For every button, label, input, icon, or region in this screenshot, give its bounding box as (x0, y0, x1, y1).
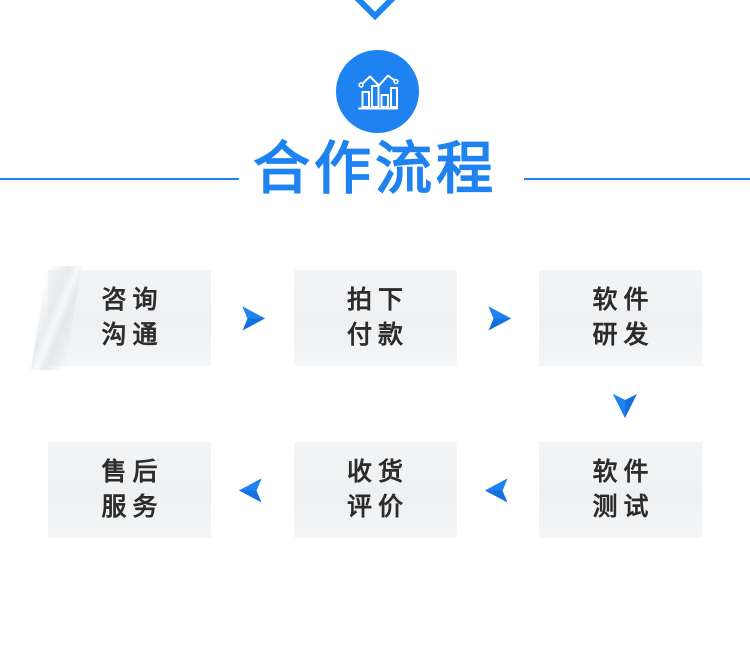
flow-step-label-line2: 研发 (592, 321, 655, 349)
flow-row-1: 咨询 沟通 拍下 付款 软件 研发 (48, 270, 702, 366)
flow-connector-3 (211, 442, 293, 538)
heading-rule-left (0, 178, 239, 180)
flow-connector-2 (457, 270, 539, 366)
flow-connector-4 (457, 442, 539, 538)
section-heading: 合作流程 (0, 137, 750, 220)
process-flow: 咨询 沟通 拍下 付款 软件 研发 (0, 262, 750, 552)
page-title: 合作流程 (253, 137, 497, 201)
flow-step-label-line2: 服务 (101, 493, 164, 521)
flow-step-label-line2: 沟通 (101, 321, 164, 349)
flow-step-receipt-review[interactable]: 收货 评价 (293, 442, 457, 538)
arrow-right-icon (242, 306, 266, 331)
flow-step-label-line1: 售后 (101, 457, 164, 486)
section-badge (336, 50, 419, 133)
flow-step-payment[interactable]: 拍下 付款 (293, 270, 457, 366)
flow-connector-row (604, 384, 646, 428)
arrow-right-icon (488, 306, 511, 331)
flow-step-label-line1: 软件 (592, 457, 655, 486)
arrow-left-icon (484, 478, 508, 503)
flow-step-development[interactable]: 软件 研发 (539, 270, 702, 366)
flow-step-consult[interactable]: 咨询 沟通 (48, 270, 211, 366)
heading-rule-right (524, 178, 750, 180)
bar-chart-line-icon (357, 74, 399, 109)
arrow-down-icon (613, 394, 637, 418)
flow-row-2: 售后 服务 收货 评价 软件 测试 (48, 442, 702, 538)
arrow-left-icon (239, 478, 262, 503)
flow-step-label-line2: 测试 (592, 493, 655, 521)
flow-step-after-sales[interactable]: 售后 服务 (48, 442, 211, 538)
chevron-down-icon (354, 0, 396, 21)
flow-step-label-line2: 评价 (346, 493, 409, 521)
flow-step-label-line2: 付款 (346, 321, 409, 349)
flow-step-label-line1: 咨询 (101, 285, 164, 314)
flow-step-testing[interactable]: 软件 测试 (539, 442, 702, 538)
flow-step-label-line1: 拍下 (346, 285, 409, 314)
flow-step-label-line1: 收货 (346, 457, 409, 486)
flow-connector-1 (211, 270, 293, 366)
flow-step-label-line1: 软件 (592, 285, 655, 314)
